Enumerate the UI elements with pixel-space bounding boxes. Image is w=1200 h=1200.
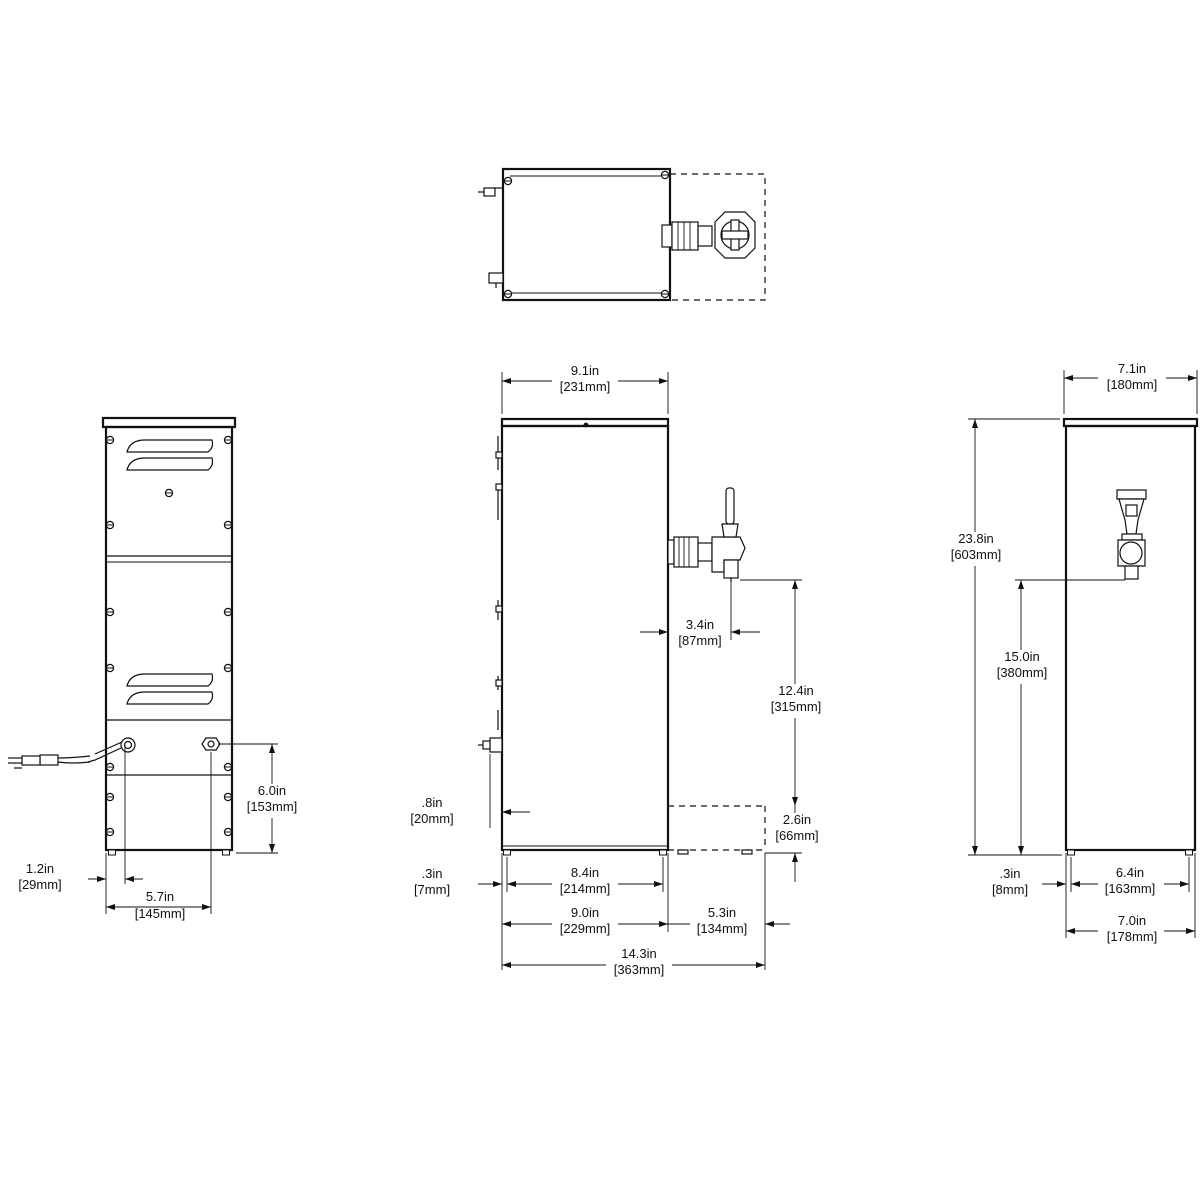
side-view-drip-tray: [668, 805, 766, 851]
side-view-faucet: [667, 487, 746, 582]
rear-width-mm: [145mm]: [135, 906, 186, 921]
rear-view-body: [104, 425, 234, 852]
overall-depth-mm: [363mm]: [614, 962, 665, 977]
front-view-faucet: [1116, 489, 1147, 580]
faucet-clearance-in: 12.4in: [778, 683, 813, 698]
side-fitting-height-in: .8in: [422, 795, 443, 810]
rear-view-dimensions: [88, 743, 278, 914]
faucet-reach-mm: [87mm]: [678, 633, 721, 648]
rear-view-vents-top: [126, 439, 214, 471]
front-clearance-in: 15.0in: [1004, 649, 1039, 664]
front-view-body: [1064, 424, 1197, 852]
side-body-depth-mm: [229mm]: [560, 921, 611, 936]
side-top-width-mm: [231mm]: [560, 379, 611, 394]
drip-tray-height-mm: [66mm]: [775, 828, 818, 843]
rear-height-mm: [153mm]: [247, 799, 298, 814]
front-foot-offset-mm: [8mm]: [992, 882, 1028, 897]
side-body-depth-in: 9.0in: [571, 905, 599, 920]
side-top-width-in: 9.1in: [571, 363, 599, 378]
rear-width-in: 5.7in: [146, 889, 174, 904]
side-view-rear-details: [478, 436, 503, 753]
tray-depth-in: 5.3in: [708, 905, 736, 920]
overall-depth-in: 14.3in: [621, 946, 656, 961]
rear-view-lid: [101, 416, 237, 429]
top-view-body: [501, 167, 672, 302]
rear-view: [8, 416, 237, 856]
top-view-fittings: [478, 187, 504, 288]
tray-depth-mm: [134mm]: [697, 921, 748, 936]
rear-view-vents-bottom: [126, 673, 214, 705]
top-view-drip-tray: [670, 173, 766, 301]
front-top-width-mm: [180mm]: [1107, 377, 1158, 392]
side-foot-offset-mm: [7mm]: [414, 882, 450, 897]
rear-height-in: 6.0in: [258, 783, 286, 798]
rear-view-power-cord: [8, 737, 136, 769]
front-view-dimensions: [968, 370, 1198, 938]
front-clearance-mm: [380mm]: [997, 665, 1048, 680]
side-view-dimensions: [478, 372, 802, 970]
front-foot-span-mm: [163mm]: [1105, 881, 1156, 896]
drip-tray-height-in: 2.6in: [783, 812, 811, 827]
front-top-width-in: 7.1in: [1118, 361, 1146, 376]
front-foot-span-in: 6.4in: [1116, 865, 1144, 880]
side-foot-span-in: 8.4in: [571, 865, 599, 880]
top-view: [478, 167, 766, 302]
side-view-body: [500, 424, 670, 852]
rear-view-water-inlet: [201, 737, 221, 751]
side-foot-span-mm: [214mm]: [560, 881, 611, 896]
faucet-clearance-mm: [315mm]: [771, 699, 822, 714]
front-body-width-mm: [178mm]: [1107, 929, 1158, 944]
side-foot-offset-in: .3in: [422, 866, 443, 881]
top-view-faucet: [661, 211, 756, 259]
rear-offset-in: 1.2in: [26, 861, 54, 876]
overall-height-in: 23.8in: [958, 531, 993, 546]
side-view: [478, 417, 766, 856]
side-fitting-height-mm: [20mm]: [410, 811, 453, 826]
front-foot-offset-in: .3in: [1000, 866, 1021, 881]
overall-height-mm: [603mm]: [951, 547, 1002, 562]
front-view: [1062, 417, 1199, 856]
front-body-width-in: 7.0in: [1118, 913, 1146, 928]
faucet-reach-in: 3.4in: [686, 617, 714, 632]
rear-offset-mm: [29mm]: [18, 877, 61, 892]
